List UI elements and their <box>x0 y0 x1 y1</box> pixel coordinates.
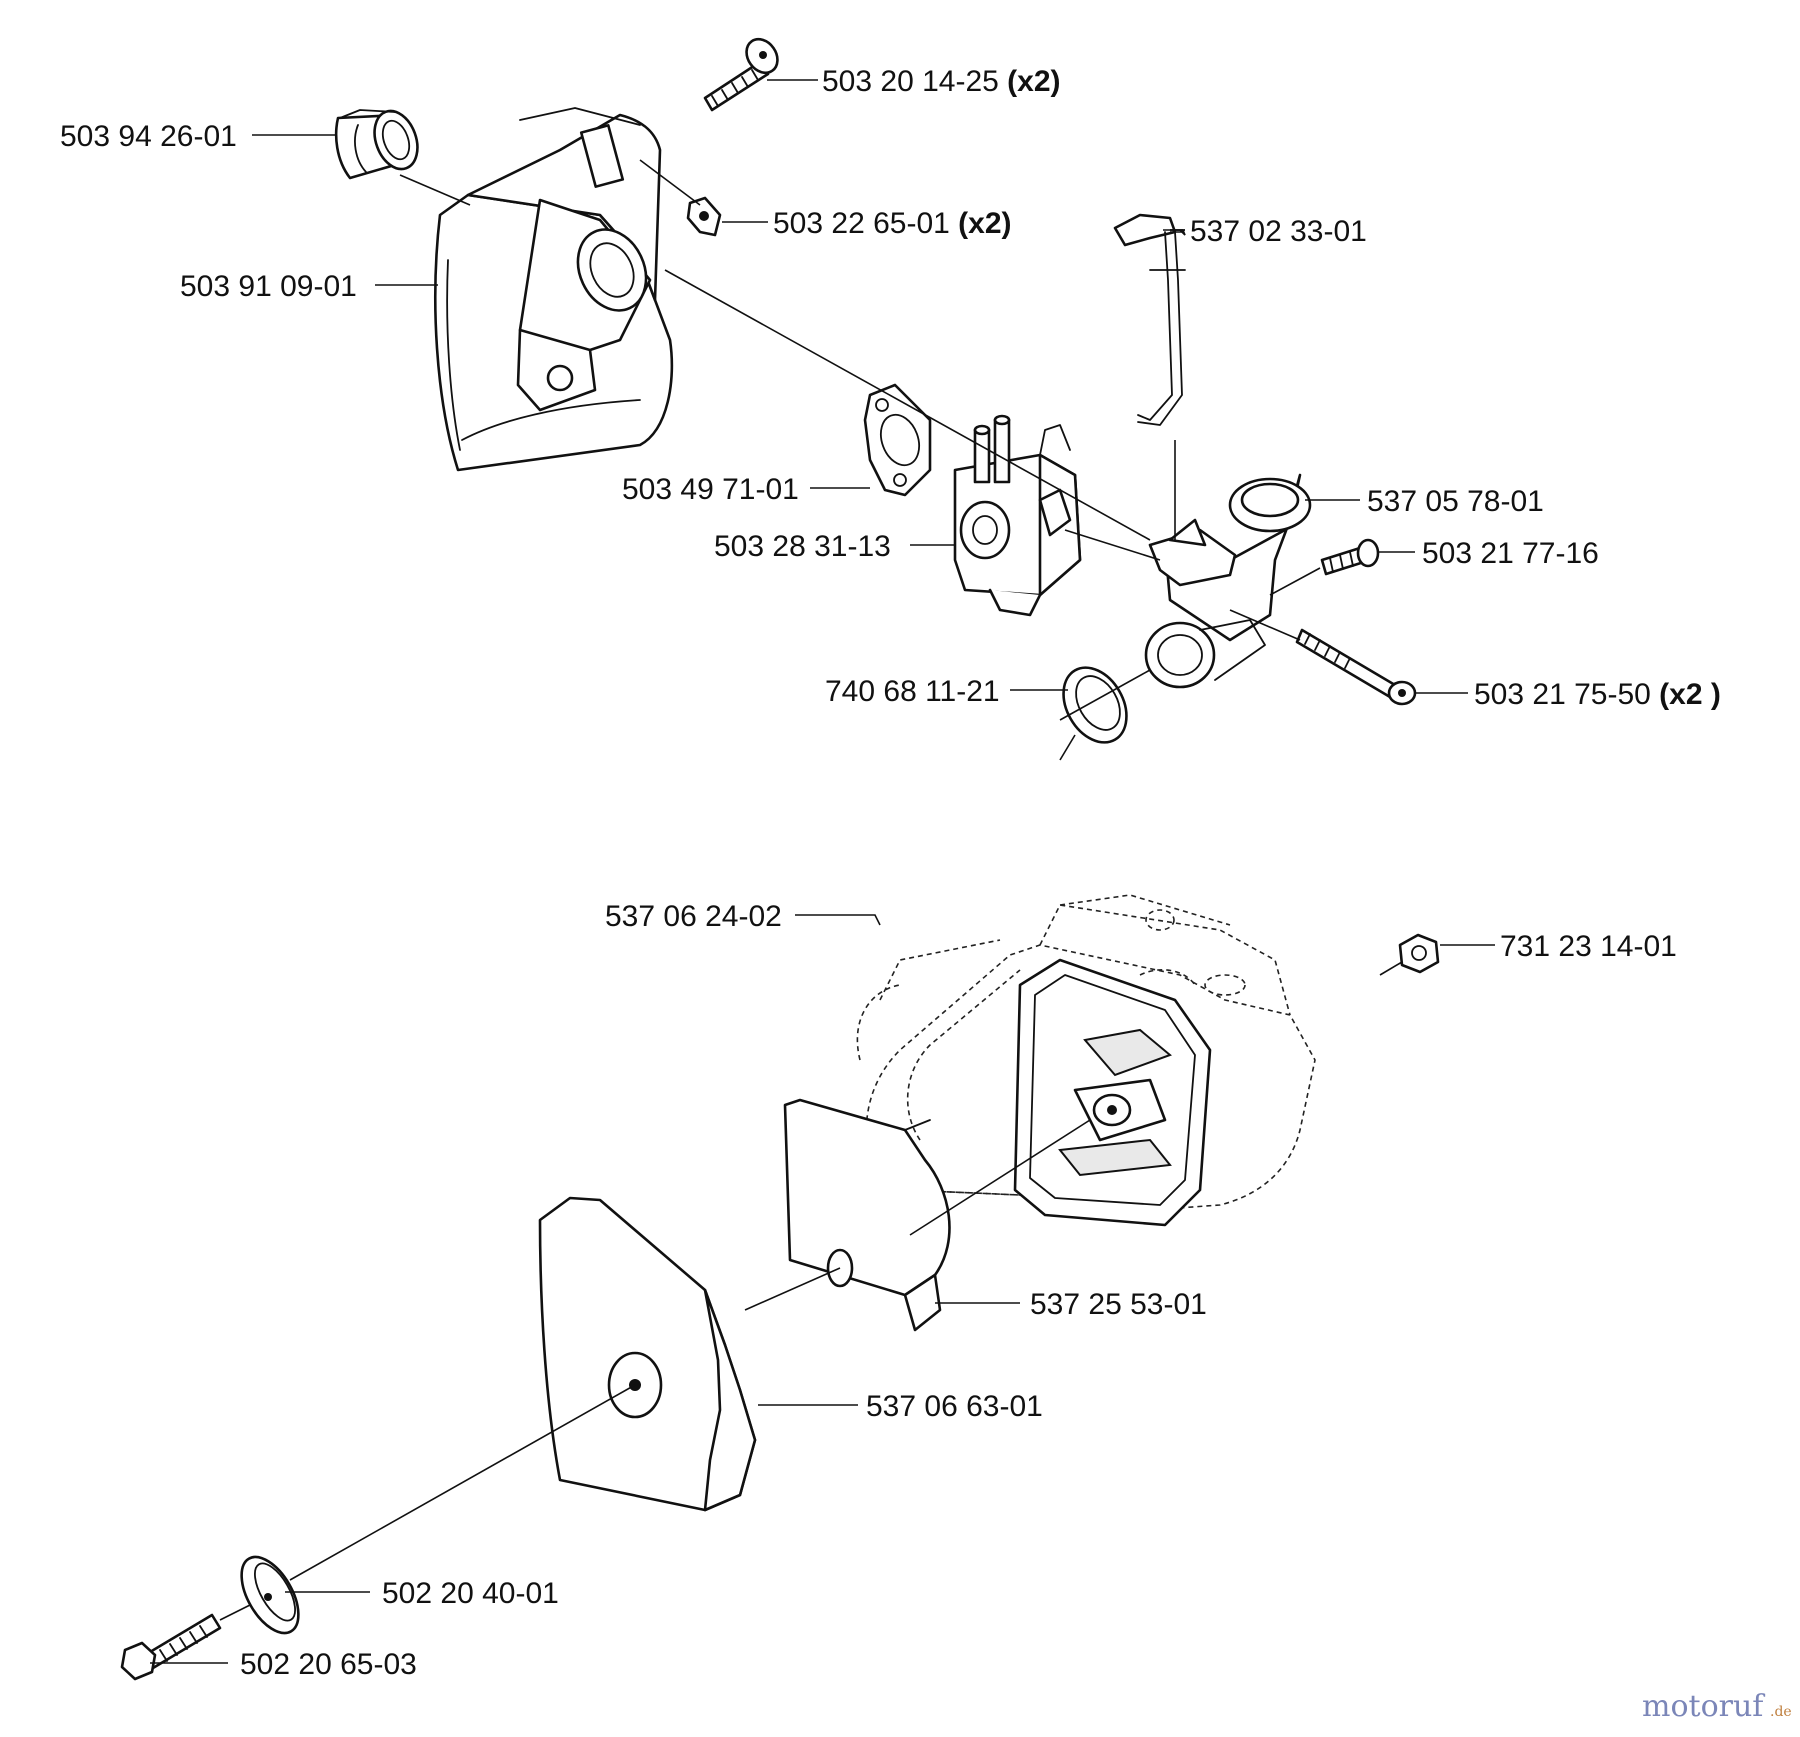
label-537-25-53-01: 537 25 53-01 <box>1030 1288 1207 1321</box>
label-537-02-33-01: 537 02 33-01 <box>1190 215 1367 248</box>
filter-element <box>783 1098 951 1332</box>
screw-small <box>1320 538 1380 576</box>
intake-adapter <box>1144 473 1312 689</box>
seal-ring <box>1062 666 1128 744</box>
leader-lines <box>150 79 1495 1664</box>
label-537-05-78-01: 537 05 78-01 <box>1367 485 1544 518</box>
bolt-bottom <box>120 1613 222 1681</box>
label-503-49-71-01: 503 49 71-01 <box>622 473 799 506</box>
label-503-20-14-25: 503 20 14-25 (x2) <box>822 65 1061 98</box>
label-537-06-63-01: 537 06 63-01 <box>866 1390 1043 1423</box>
watermark-brand: motoruf <box>1642 1689 1765 1724</box>
filter-holder <box>434 107 674 472</box>
knob <box>240 1555 300 1635</box>
hex-nut <box>1398 933 1440 974</box>
choke-lever <box>1113 213 1186 426</box>
label-503-21-77-16: 503 21 77-16 <box>1422 537 1599 570</box>
label-731-23-14-01: 731 23 14-01 <box>1500 930 1677 963</box>
label-503-94-26-01: 503 94 26-01 <box>60 120 237 153</box>
label-502-20-65-03: 502 20 65-03 <box>240 1648 417 1681</box>
filter-base <box>1013 958 1212 1227</box>
carburetor <box>953 414 1082 617</box>
watermark-logo: motoruf .de <box>1642 1689 1792 1724</box>
label-740-68-11-21: 740 68 11-21 <box>825 675 1000 708</box>
watermark-suffix: .de <box>1770 1704 1792 1720</box>
explode-axes <box>219 159 1403 1621</box>
label-503-21-75-50: 503 21 75-50 (x2 ) <box>1474 678 1721 711</box>
filter-cover <box>538 1196 757 1512</box>
label-503-28-31-13: 503 28 31-13 <box>714 530 891 563</box>
label-503-22-65-01: 503 22 65-01 (x2) <box>773 207 1012 240</box>
label-503-91-09-01: 503 91 09-01 <box>180 270 357 303</box>
long-bolt <box>1295 628 1417 706</box>
label-502-20-40-01: 502 20 40-01 <box>382 1577 559 1610</box>
nut-plate <box>686 196 722 237</box>
part-labels: 503 94 26-01 503 20 14-25 (x2) 503 22 65… <box>60 65 1721 1681</box>
screw-top <box>703 37 779 112</box>
label-537-06-24-02: 537 06 24-02 <box>605 900 782 933</box>
gasket <box>863 383 932 497</box>
intake-sleeve <box>334 109 419 180</box>
